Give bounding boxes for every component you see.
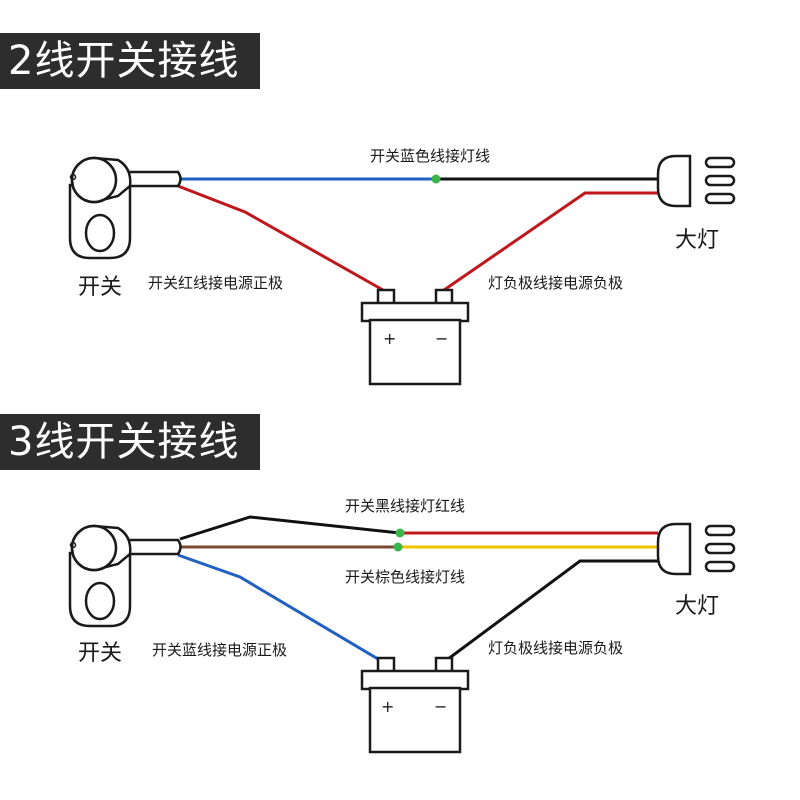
s2-junction-node-mid (393, 542, 403, 552)
s2-lamp-icon (656, 522, 736, 576)
s2-switch-label: 开关 (78, 641, 122, 666)
section1-diagram: + − 开关蓝色线接灯线 开关红线接电源正极 灯负极线接电源负极 开关 大灯 (68, 147, 736, 386)
s1-red-wire-switch (177, 184, 384, 292)
s1-red-wire-lamp (443, 191, 658, 292)
section2-title: 3线开关接线 (0, 414, 260, 470)
section2-diagram: + − 开关黑线接灯红线 开关棕色线接灯线 开关蓝线接电源正极 灯负极线接电源负… (68, 497, 736, 754)
s1-junction-node (431, 174, 441, 184)
s2-battery-minus: − (434, 697, 447, 716)
s2-junction-node-top (395, 528, 405, 538)
s1-battery-plus: + (383, 329, 396, 348)
s2-battery-icon (360, 656, 470, 754)
s2-wire-mid-label: 开关棕色线接灯线 (345, 568, 465, 586)
s2-black-wire-switch (179, 515, 401, 541)
s2-black-wire-lamp (443, 559, 658, 664)
s2-wire-left-label: 开关蓝线接电源正极 (152, 641, 287, 659)
s1-lamp-icon (656, 154, 736, 208)
s2-wire-top-label: 开关黑线接灯红线 (345, 497, 465, 515)
s2-blue-wire (177, 553, 384, 664)
s1-lamp-label: 大灯 (675, 228, 719, 253)
s1-wire-right-label: 灯负极线接电源负极 (488, 274, 623, 292)
s1-battery-icon (360, 288, 470, 386)
section1-title: 2线开关接线 (0, 33, 260, 89)
s2-switch-icon (68, 524, 182, 628)
s1-switch-label: 开关 (78, 275, 122, 300)
s2-battery-plus: + (381, 697, 394, 716)
s2-wire-right-label: 灯负极线接电源负极 (488, 639, 623, 657)
s1-wire-top-label: 开关蓝色线接灯线 (370, 147, 490, 165)
s1-switch-icon (68, 156, 182, 260)
s1-battery-minus: − (435, 329, 448, 348)
s1-wire-left-label: 开关红线接电源正极 (148, 274, 283, 292)
s2-lamp-label: 大灯 (675, 594, 719, 619)
